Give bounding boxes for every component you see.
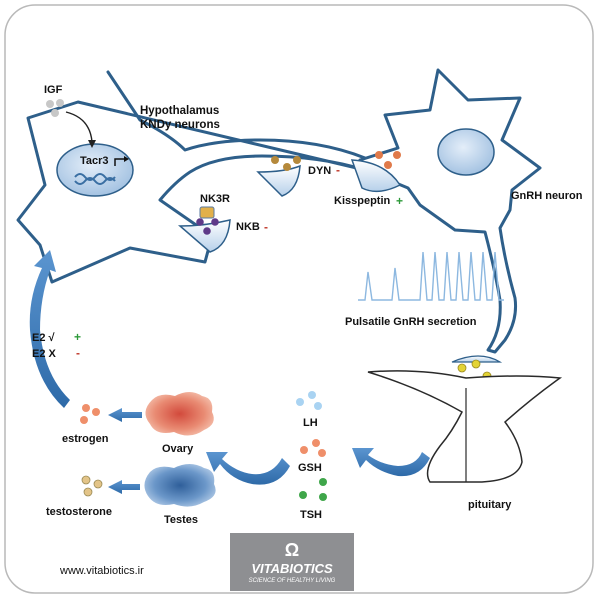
lh-molecule <box>308 391 316 399</box>
dna-strand-2 <box>74 177 116 185</box>
nkb-vesicle <box>177 219 231 253</box>
gsh-label: GSH <box>298 462 322 474</box>
e2-x-label: E2 X <box>32 348 57 360</box>
kndy-nucleus <box>56 143 134 197</box>
gnrh-molecule <box>457 363 467 373</box>
estrogen-molecule <box>82 404 90 412</box>
ovary-label: Ovary <box>162 443 194 455</box>
gnrh-molecule <box>471 359 481 369</box>
igf-molecule <box>51 109 59 117</box>
pulsatile-trace <box>358 251 504 301</box>
nkb-sign: - <box>264 220 268 234</box>
dyn-label: DYN <box>308 165 331 177</box>
pulsatile-label: Pulsatile GnRH secretion <box>345 316 477 328</box>
lh-molecule <box>314 402 322 410</box>
nk3r-label: NK3R <box>200 193 230 205</box>
dyn-molecule <box>271 156 279 164</box>
igf-arrow <box>65 111 93 143</box>
kisspeptin-molecule <box>384 161 392 169</box>
tsh-molecule <box>319 478 327 486</box>
lh-label: LH <box>303 417 318 429</box>
e2-check-label: E2 √ <box>32 332 56 344</box>
pituitary-label: pituitary <box>468 499 512 511</box>
e2-check-sign: + <box>74 330 81 344</box>
hypothalamus-label: Hypothalamus <box>140 105 219 117</box>
igf-arrowhead-icon <box>88 140 96 148</box>
igf-molecule <box>46 100 54 108</box>
transcription-arrowhead-icon <box>124 156 129 162</box>
dyn-sign: - <box>336 163 340 177</box>
nkb-molecule <box>203 227 211 235</box>
kndy-neurons-label: KNDy neurons <box>140 119 220 131</box>
kisspeptin-sign: + <box>396 194 403 208</box>
nkb-molecule <box>211 218 219 226</box>
gsh-molecule <box>300 446 308 454</box>
gnrh-neuron-outline <box>358 68 542 354</box>
kisspeptin-label: Kisspeptin <box>334 195 391 207</box>
feedback-arrow <box>29 250 70 408</box>
testes-to-testosterone-arrow <box>108 480 140 494</box>
dyn-molecule <box>293 156 301 164</box>
estrogen-molecule <box>80 416 88 424</box>
lh-molecule <box>296 398 304 406</box>
tsh-molecule <box>299 491 307 499</box>
pituitary-vesicle <box>451 355 503 363</box>
ovary-shape <box>145 392 214 436</box>
e2-x-sign: - <box>76 346 80 360</box>
kndy-neuron-outline <box>16 70 367 284</box>
logo-omega-icon: Ω <box>285 540 299 560</box>
gsh-molecule <box>318 449 326 457</box>
testes-shape <box>144 464 216 507</box>
testes-label: Testes <box>164 514 198 526</box>
hormones-to-gonads-arrow <box>206 452 290 485</box>
testosterone-molecule <box>83 487 93 497</box>
dyn-vesicle <box>256 164 301 197</box>
logo-tagline: SCIENCE OF HEALTHY LIVING <box>249 578 336 584</box>
gnrh-neuron-label: GnRH neuron <box>511 190 583 202</box>
gnrh-nucleus <box>437 128 495 176</box>
logo-name: VITABIOTICS <box>251 561 333 576</box>
nk3r-receptor <box>199 206 215 219</box>
kisspeptin-molecule <box>393 151 401 159</box>
logo-box <box>230 533 354 591</box>
kisspeptin-molecule <box>375 151 383 159</box>
pituitary-outline <box>367 370 563 483</box>
website-url[interactable]: www.vitabiotics.ir <box>59 565 144 577</box>
nkb-label: NKB <box>236 221 260 233</box>
nkb-molecule <box>196 218 204 226</box>
estrogen-label: estrogen <box>62 433 109 445</box>
igf-label: IGF <box>44 84 63 96</box>
testosterone-molecule <box>93 479 103 489</box>
dyn-molecule <box>283 163 291 171</box>
kisspeptin-vesicle <box>350 159 402 193</box>
tsh-molecule <box>319 493 327 501</box>
tacr3-label: Tacr3 <box>80 155 109 167</box>
igf-molecule <box>56 99 64 107</box>
ovary-to-estrogen-arrow <box>108 408 142 422</box>
testosterone-label: testosterone <box>46 506 112 518</box>
tsh-label: TSH <box>300 509 322 521</box>
estrogen-molecule <box>92 408 100 416</box>
pituitary-to-hormones-arrow <box>352 448 430 477</box>
gsh-molecule <box>312 439 320 447</box>
testosterone-molecule <box>81 475 91 485</box>
transcription-arrow-icon <box>114 158 127 166</box>
